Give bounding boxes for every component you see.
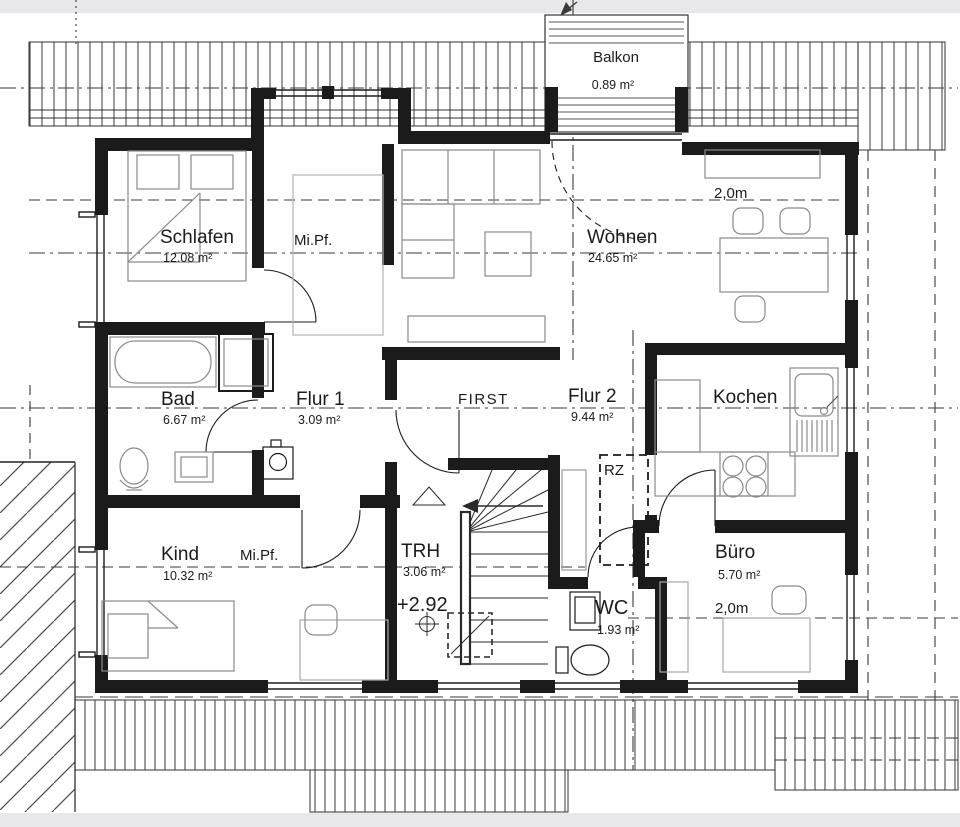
door-wc — [587, 526, 639, 578]
rz-shaft — [599, 454, 649, 566]
fixture-flur — [262, 439, 294, 480]
label-flur2: Flur 2 — [568, 386, 617, 407]
door-schlafen — [263, 269, 317, 323]
labels: Schlafen 12.08 m² Mi.Pf. Wohnen 24.65 m²… — [160, 185, 777, 637]
area-trh: 3.06 m² — [403, 565, 445, 579]
area-wohnen: 24.65 m² — [588, 251, 637, 265]
area-schlafen: 12.08 m² — [163, 251, 212, 265]
door-balcony — [551, 140, 652, 241]
stair-direction-arrow — [462, 499, 478, 513]
area-flur2: 9.44 m² — [571, 410, 613, 424]
coffee-table — [484, 231, 532, 277]
toilet-bad — [119, 447, 149, 491]
desk-buero — [659, 581, 811, 673]
bed-schlafen — [127, 150, 247, 282]
label-first: FIRST — [458, 391, 509, 408]
balcony-label: Balkon — [593, 49, 639, 66]
area-flur1: 3.09 m² — [298, 413, 340, 427]
desk-kind — [299, 619, 389, 681]
roof-band-bottom — [74, 699, 959, 813]
label-trh: TRH — [401, 541, 440, 562]
sofa — [401, 149, 541, 279]
shower — [218, 333, 274, 392]
label-mipf-bottom: Mi.Pf. — [240, 547, 278, 564]
label-mipf-top: Mi.Pf. — [294, 232, 332, 249]
label-wohnen: Wohnen — [587, 227, 657, 248]
bed-kind — [101, 600, 235, 672]
label-schlafen: Schlafen — [160, 227, 234, 248]
photo-edge-top — [0, 0, 960, 13]
door-buero — [658, 469, 716, 527]
dining-set — [704, 149, 829, 323]
area-wc: 1.93 m² — [597, 623, 639, 637]
label-rz: RZ — [604, 462, 624, 479]
chair-buero — [771, 585, 807, 615]
balcony-area: 0.89 m² — [592, 78, 634, 92]
door-flur1 — [395, 409, 460, 474]
roof-band-top — [28, 41, 946, 151]
label-flur1: Flur 1 — [296, 389, 345, 410]
label-height-bottom: 2,0m — [715, 600, 748, 617]
door-kind — [301, 509, 361, 569]
wc-fixtures — [555, 591, 610, 676]
label-level: +2.92 — [397, 594, 448, 616]
roof-slope-zone — [292, 174, 384, 336]
kitchen-sink — [794, 373, 834, 417]
windows — [78, 89, 855, 690]
area-kind: 10.32 m² — [163, 569, 212, 583]
label-bad: Bad — [161, 389, 195, 410]
cupboard-flur2 — [561, 469, 587, 571]
sink-bad — [174, 451, 214, 483]
bathtub — [109, 336, 217, 388]
area-buero: 5.70 m² — [718, 568, 760, 582]
door-bad — [205, 399, 259, 453]
neighbor-hatch-left — [0, 461, 76, 812]
sideboard-wohnen — [407, 315, 546, 343]
label-kind: Kind — [161, 544, 199, 565]
furniture — [101, 149, 839, 681]
label-wc: WC — [595, 597, 628, 619]
shaft-dashed-box — [447, 612, 493, 658]
kitchen-counter — [654, 367, 839, 498]
label-kochen: Kochen — [713, 387, 777, 408]
balcony: Balkon 0.89 m² — [544, 14, 689, 133]
chair-kind — [304, 604, 338, 636]
label-buero: Büro — [715, 542, 755, 563]
label-height-top: 2,0m — [714, 185, 747, 202]
doors — [205, 140, 716, 578]
photo-edge-bottom — [0, 813, 960, 827]
area-bad: 6.67 m² — [163, 413, 205, 427]
triangle-marker — [411, 486, 447, 506]
staircase — [411, 469, 549, 666]
